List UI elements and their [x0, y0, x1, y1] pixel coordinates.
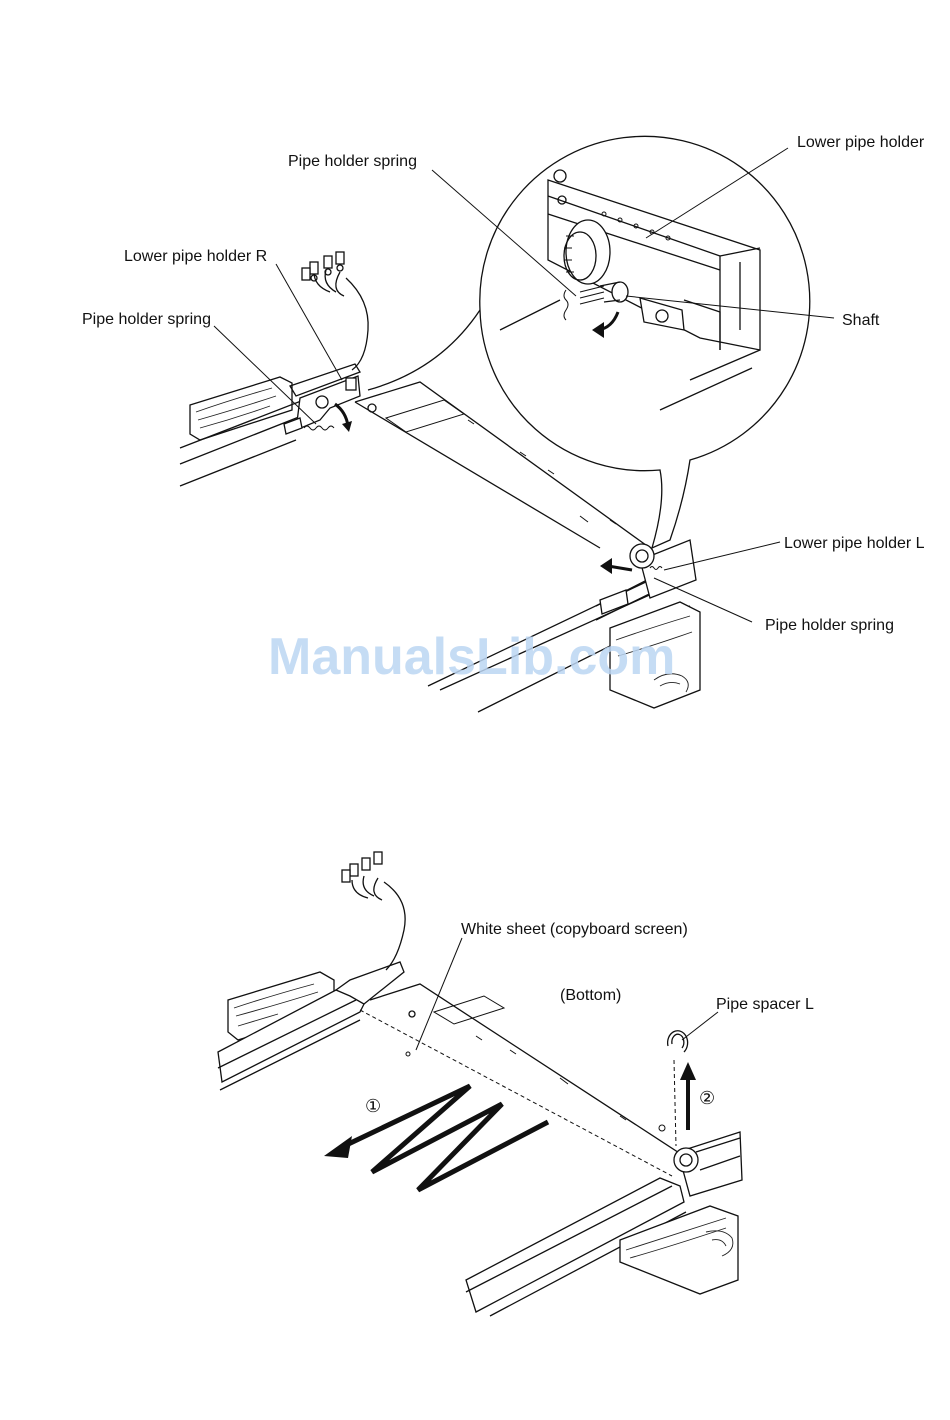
label-lower-pipe-holder-r: Lower pipe holder R	[124, 248, 267, 265]
leader-spring-callout	[432, 170, 576, 296]
plate-top	[355, 382, 650, 548]
label-white-sheet: White sheet (copyboard screen)	[461, 921, 688, 938]
harness-top	[302, 252, 368, 370]
leader-lower-pipe-holder	[646, 148, 788, 238]
label-pipe-holder-spring-left: Pipe holder spring	[82, 311, 211, 328]
spring-left	[304, 426, 334, 430]
leader-pipe-spacer	[682, 1012, 718, 1040]
label-pipe-holder-spring-right: Pipe holder spring	[765, 617, 894, 634]
leader-holder-r	[276, 264, 342, 380]
label-bottom-note: (Bottom)	[560, 987, 621, 1004]
label-shaft: Shaft	[842, 312, 880, 329]
label-step-1: ①	[365, 1096, 381, 1116]
bottom-figure: White sheet (copyboard screen) (Bottom) …	[218, 852, 814, 1316]
pipe-spacer-l	[668, 1031, 688, 1146]
magnified-callout	[368, 136, 810, 548]
white-sheet-plate	[360, 984, 690, 1176]
holder-right-bottom	[674, 1132, 742, 1196]
top-figure: Lower pipe holder Pipe holder spring Low…	[82, 134, 925, 712]
label-lower-pipe-holder-l: Lower pipe holder L	[784, 535, 925, 552]
label-lower-pipe-holder: Lower pipe holder	[797, 134, 925, 151]
label-pipe-holder-spring-callout: Pipe holder spring	[288, 153, 417, 170]
harness-bottom	[342, 852, 405, 970]
rotate-arrow-left	[335, 404, 348, 426]
watermark: ManualsLib.com	[268, 628, 675, 686]
label-pipe-spacer-l: Pipe spacer L	[716, 996, 814, 1013]
label-step-2: ②	[699, 1088, 715, 1108]
leader-white-sheet	[416, 938, 462, 1050]
